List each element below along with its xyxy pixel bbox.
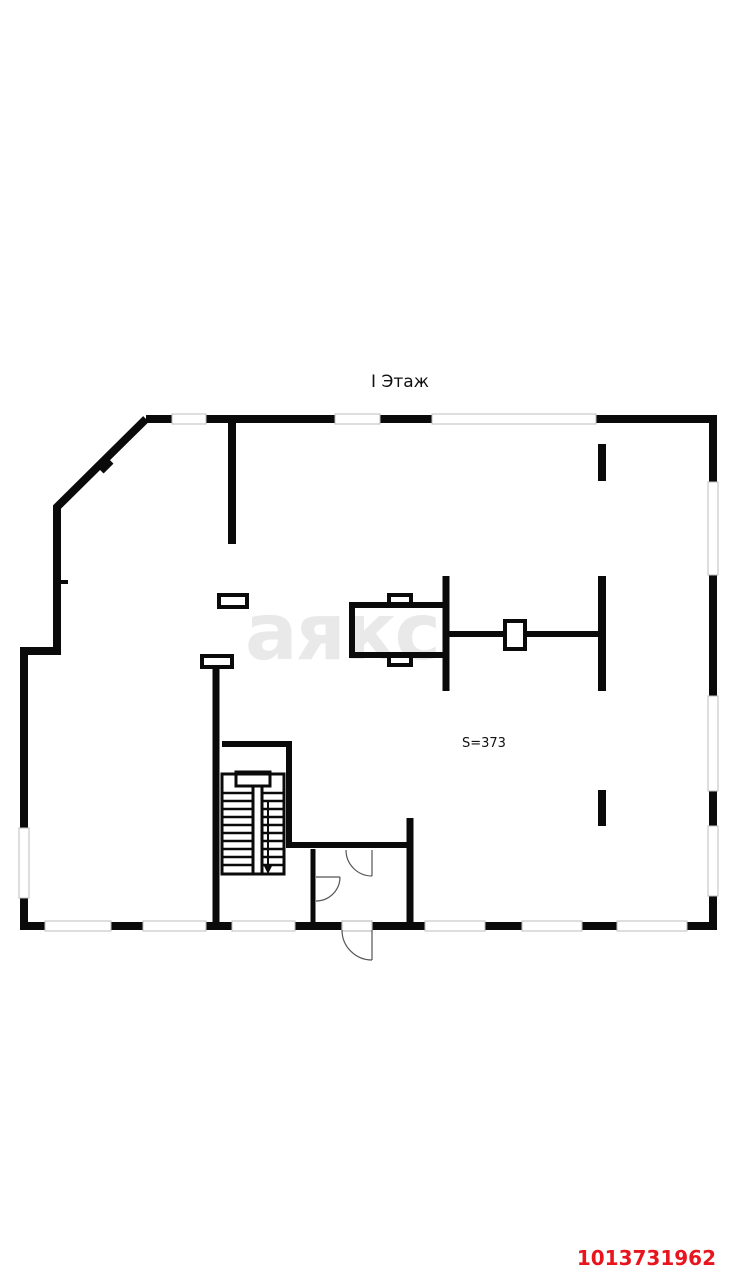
- columns: [200, 593, 527, 669]
- wall-notch-left: [60, 580, 68, 584]
- entrance-door-swing: [341, 929, 373, 961]
- door-inner-swing: [345, 849, 373, 877]
- window-left-1: [18, 827, 30, 899]
- column-5: [503, 619, 527, 651]
- window-right-1: [707, 481, 719, 576]
- window-bottom-3: [231, 920, 296, 932]
- column-2: [200, 654, 234, 669]
- window-bottom-2: [142, 920, 207, 932]
- window-right-3: [707, 825, 719, 897]
- window-bottom-6: [616, 920, 688, 932]
- window-bottom-5: [521, 920, 583, 932]
- central-box: [349, 602, 449, 658]
- window-bottom-4: [424, 920, 486, 932]
- floor-title: I Этаж: [371, 372, 429, 392]
- door-corridor-swing: [315, 876, 341, 902]
- listing-id: 1013731962: [576, 1246, 716, 1270]
- window-top-2: [334, 413, 381, 425]
- window-top-3: [431, 413, 597, 425]
- column-1: [217, 593, 249, 609]
- stair-treads: [222, 791, 284, 867]
- diagonal-wall-detail: [60, 457, 114, 584]
- stair-arrow-head: [264, 866, 272, 874]
- area-label: S=373: [462, 736, 506, 751]
- window-top-1: [171, 413, 207, 425]
- window-bottom-1: [44, 920, 112, 932]
- window-right-2: [707, 695, 719, 792]
- outer-wall-outline: [20, 415, 717, 930]
- wall-notch-diagonal: [97, 457, 114, 474]
- entrance-door-opening: [341, 920, 373, 932]
- staircase: [220, 770, 286, 876]
- column-4: [387, 654, 413, 667]
- column-3: [387, 593, 413, 606]
- stair-enclosure: [222, 741, 410, 848]
- window-openings: [18, 413, 719, 932]
- doors: [315, 849, 373, 961]
- outer-walls: [20, 415, 717, 930]
